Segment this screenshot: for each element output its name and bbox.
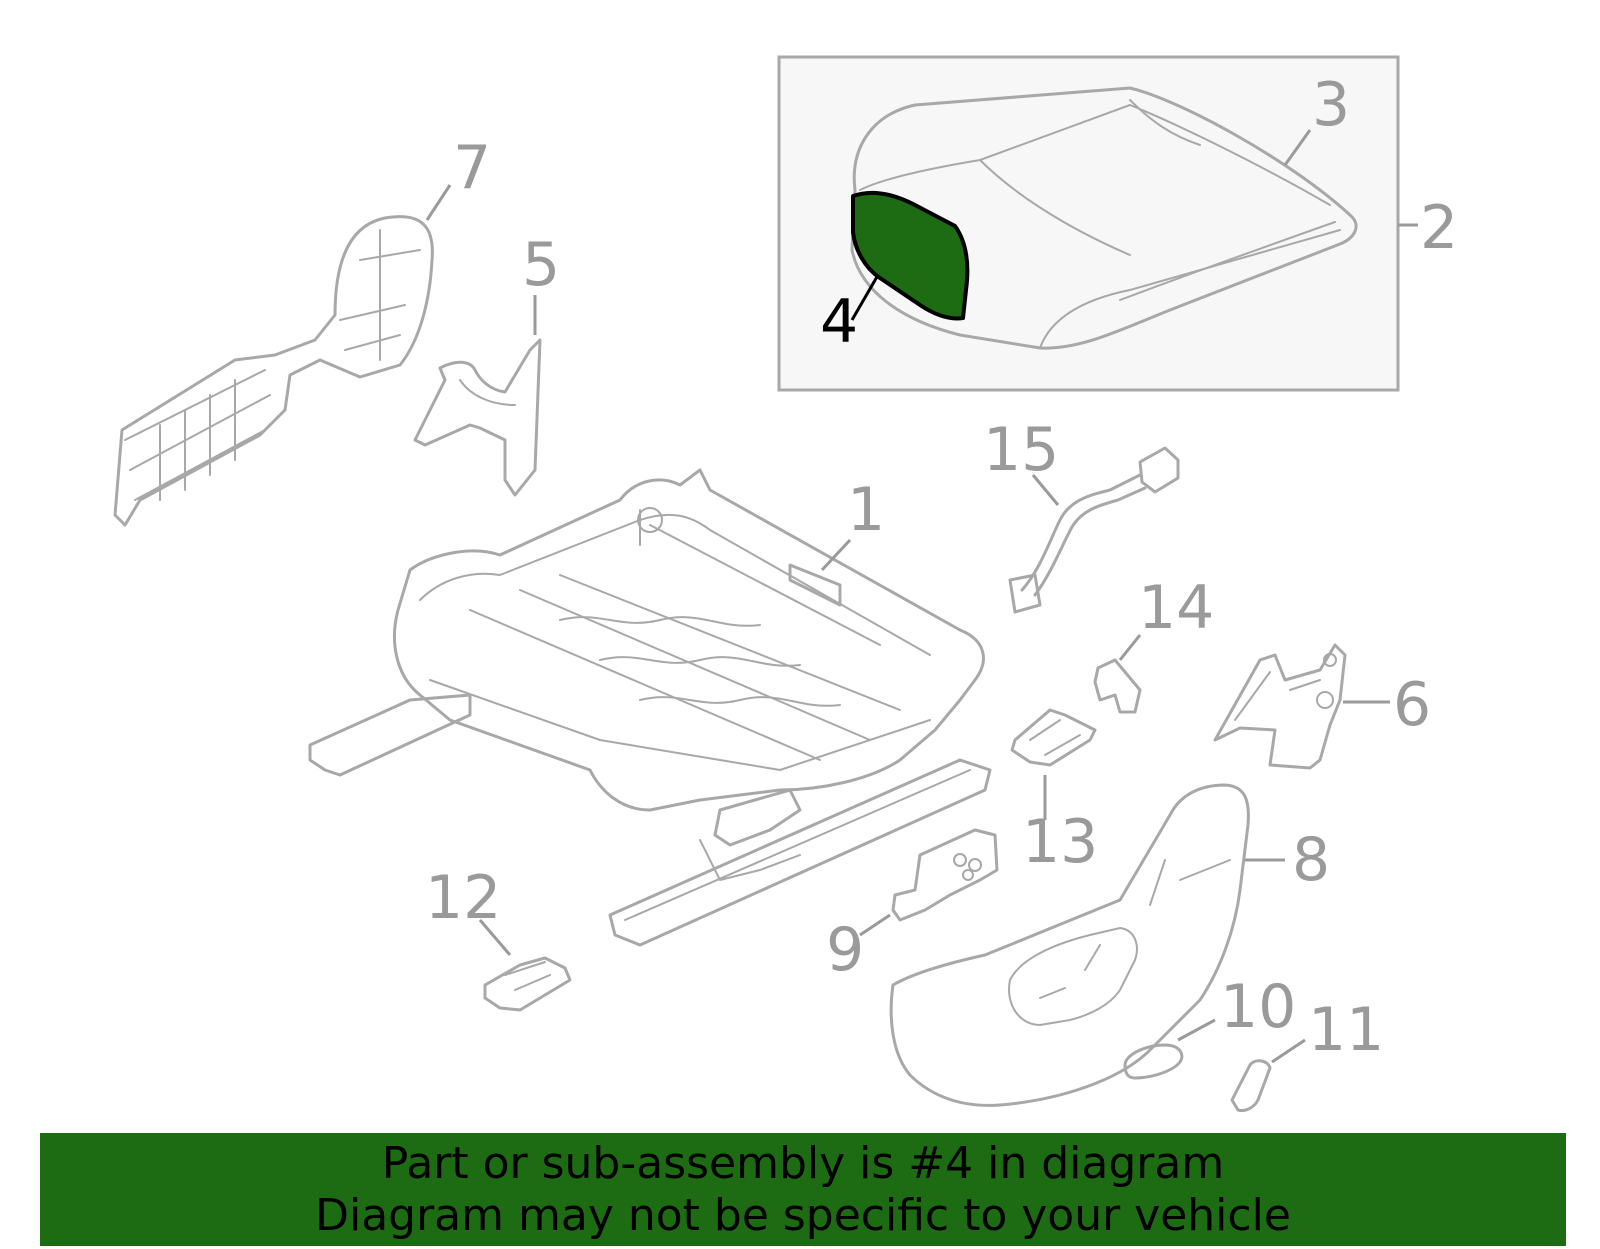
callout-12: 12 xyxy=(425,863,501,933)
knob-10 xyxy=(1123,1043,1184,1080)
banner-line-2: Diagram may not be specific to your vehi… xyxy=(315,1189,1291,1241)
part-4-highlight xyxy=(851,190,970,321)
callout-3: 3 xyxy=(1312,70,1350,140)
clip-13 xyxy=(1010,708,1097,767)
knob-11 xyxy=(1230,1059,1272,1112)
info-banner: Part or sub-assembly is #4 in diagram Di… xyxy=(40,1133,1566,1246)
banner-line-1: Part or sub-assembly is #4 in diagram xyxy=(381,1137,1225,1189)
seat-frame xyxy=(308,468,992,947)
callout-7: 7 xyxy=(453,133,491,203)
callout-6: 6 xyxy=(1393,670,1431,740)
callout-1: 1 xyxy=(847,475,885,545)
callout-5: 5 xyxy=(522,230,560,300)
leader-lines xyxy=(425,129,1390,1064)
callout-9: 9 xyxy=(826,915,864,985)
bracket-5 xyxy=(413,338,542,497)
harness xyxy=(1008,446,1180,614)
hinge-bracket xyxy=(1213,643,1347,770)
callout-14: 14 xyxy=(1138,573,1214,643)
callout-11: 11 xyxy=(1308,995,1384,1065)
callout-10: 10 xyxy=(1220,972,1296,1042)
side-shield xyxy=(889,783,1250,1107)
callout-13: 13 xyxy=(1022,807,1098,877)
clip-14 xyxy=(1093,658,1142,714)
callout-15: 15 xyxy=(983,415,1059,485)
callout-2: 2 xyxy=(1420,193,1458,263)
callout-8: 8 xyxy=(1292,825,1330,895)
back-panel xyxy=(113,215,434,527)
clip-12 xyxy=(483,956,572,1012)
callout-4: 4 xyxy=(820,287,858,357)
seat-cushion xyxy=(850,86,1358,350)
switch-9 xyxy=(891,828,999,922)
